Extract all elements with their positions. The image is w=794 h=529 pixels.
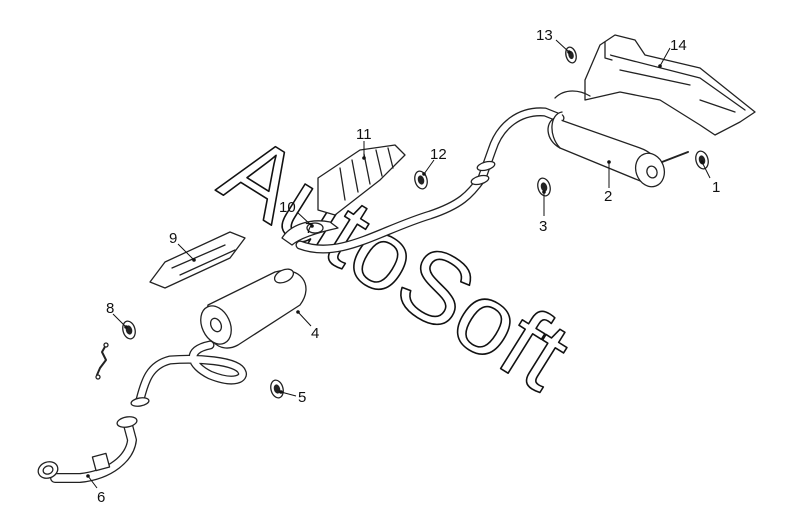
hanger-rod [95,342,109,380]
rubber-mount-1 [694,150,710,170]
front-heat-shield [150,232,245,288]
callout-1: 1 [712,179,720,196]
leader-dot-9 [192,258,196,262]
leader-dot-8 [124,325,128,329]
rubber-mount-3 [536,177,552,197]
rubber-mount-5 [269,379,285,399]
leader-dot-3 [542,190,546,194]
callout-3: 3 [539,218,547,235]
callout-10: 10 [279,199,296,216]
leader-13 [555,39,570,53]
leader-5 [280,391,297,397]
rear-heat-shield [585,35,755,135]
rear-muffler [548,91,688,191]
callout-8: 8 [106,300,114,317]
callout-11: 11 [356,126,372,143]
leader-14 [659,47,671,67]
callout-13: 13 [536,27,553,44]
intermediate-pipe [300,112,560,249]
leader-4 [297,311,312,327]
leader-8 [112,313,127,328]
leader-9 [177,243,195,261]
leader-1 [701,161,711,179]
rubber-mount-13 [564,46,578,64]
rubber-mount-8 [121,320,137,340]
callout-labels: 1 2 3 4 5 6 7 8 9 10 11 12 13 14 [97,27,720,506]
callout-6: 6 [97,489,105,506]
down-pipe [36,415,138,481]
callout-12: 12 [430,146,447,163]
front-pipe [130,345,242,408]
leader-dot-6 [86,474,90,478]
center-muffler [195,266,306,349]
leader-dot-4 [296,310,300,314]
leader-dot-2 [607,160,611,164]
clamp-10 [282,221,338,245]
leader-dot-13 [567,50,571,54]
callout-4: 4 [311,325,319,342]
leader-dot-14 [658,64,662,68]
callout-9: 9 [169,230,177,247]
leader-dot-10 [310,224,314,228]
leader-10 [296,211,313,227]
leader-dot-12 [422,172,426,176]
leader-dot-5 [279,390,283,394]
rubber-mount-12 [413,170,429,190]
middle-heat-shield [318,145,405,215]
callout-14: 14 [670,37,687,54]
callout-leaders [86,39,711,489]
callout-2: 2 [604,188,612,205]
callout-7: 7 [305,220,313,237]
leader-6 [87,475,98,489]
leader-12 [423,159,435,175]
callout-5: 5 [298,389,306,406]
leader-dot-11 [362,156,366,160]
leader-dot-1 [700,160,704,164]
